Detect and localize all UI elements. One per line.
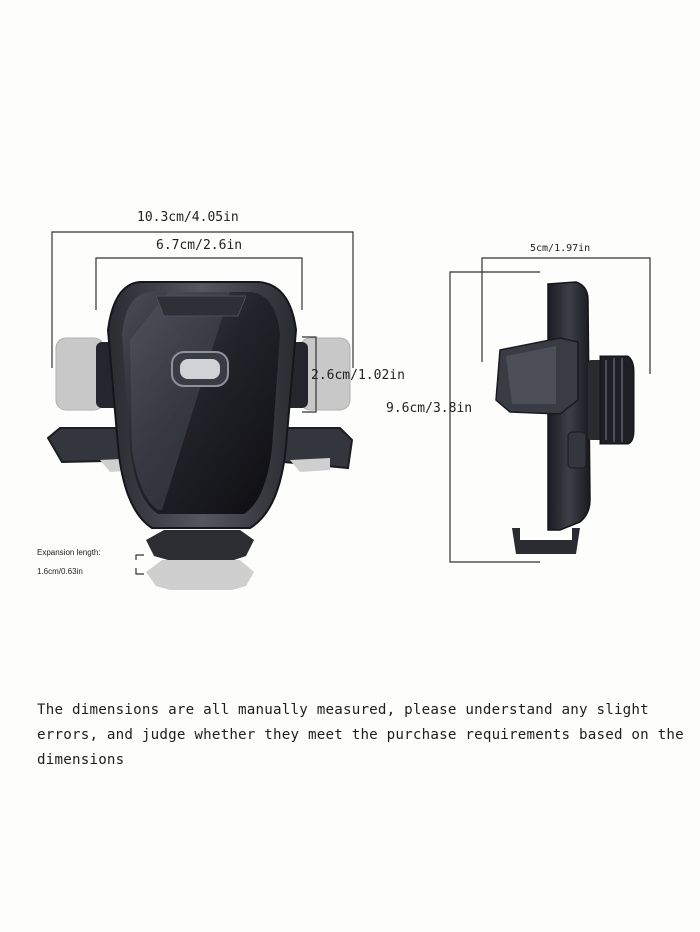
foot-dark (146, 530, 254, 560)
dim-height: 9.6cm/3.8in (386, 401, 473, 416)
front-view (46, 281, 354, 590)
dim-clamp-depth: 2.6cm/1.02in (311, 368, 405, 383)
foot-ghost (146, 560, 254, 590)
side-foot (512, 528, 580, 554)
front-dimension-lines (51, 231, 354, 575)
expansion-value: 1.6cm/0.63in (37, 567, 83, 576)
knob-icon (599, 355, 635, 445)
expansion-title: Expansion length: (37, 548, 101, 557)
side-dimension-lines (449, 257, 651, 563)
side-view (495, 281, 635, 554)
holder-face (122, 292, 280, 514)
measurement-note: The dimensions are all manually measured… (37, 702, 684, 768)
dim-total-width: 10.3cm/4.05in (137, 210, 239, 225)
dim-side-depth: 5cm/1.97in (530, 243, 591, 254)
dim-inner-width: 6.7cm/2.6in (156, 238, 243, 253)
